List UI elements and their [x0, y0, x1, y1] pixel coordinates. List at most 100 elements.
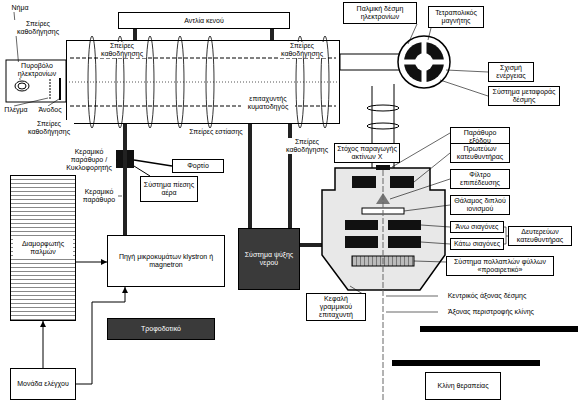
beam-axis — [383, 170, 384, 400]
callout-box: Φίλτρο επιπέδευσης — [450, 169, 510, 189]
couch-bar — [420, 326, 578, 332]
lower-jaw — [388, 236, 421, 248]
node-text: Μονάδα ελέγχου — [17, 380, 69, 388]
leader-line — [14, 98, 48, 106]
node-text: Παλμική δέσμη ηλεκτρονίων — [346, 5, 414, 21]
leader-line — [414, 261, 446, 262]
modulator-box: Διαμορφωτής παλμών — [10, 175, 76, 321]
leader-line — [446, 70, 488, 72]
leader-line — [414, 153, 450, 182]
callout-box: Δευτερεύων κατευθυντήρας — [508, 226, 572, 246]
node-text: Σύστημα πολλαπλών φύλλων «προαιρετικό» — [449, 258, 551, 274]
connector — [123, 124, 127, 235]
leader-line — [421, 225, 450, 227]
part-label: Σπείρες εστίασης — [186, 128, 246, 136]
leader-line — [390, 179, 450, 199]
leader-line — [408, 24, 417, 44]
exit-window — [376, 165, 390, 170]
coil — [367, 105, 399, 111]
node-text: Κεντρικός άξονας δέσμης — [448, 292, 527, 300]
coil — [206, 36, 214, 128]
connector — [43, 321, 44, 368]
node-text: Τροφοδοτικό — [141, 325, 181, 333]
callout-box: Σύστημα μεταφοράς δέσμης — [488, 86, 560, 106]
couch-bar — [392, 360, 540, 366]
primary-collimator — [352, 176, 376, 188]
node-text: Σύστημα πίεσης αέρα — [143, 181, 195, 197]
node-text: Φορτίο — [187, 162, 209, 170]
leader-line — [404, 205, 450, 211]
power-supply-box: Τροφοδοτικό — [107, 318, 215, 340]
node-text: Σύστημα ψύξης νερού — [241, 251, 297, 267]
callout-box: Κάτω σιαγόνες — [450, 238, 504, 250]
target-box: Στόχος παραγωγής ακτίνων Χ — [334, 143, 400, 163]
callout-box: Σχισμή ενέργειας — [488, 62, 534, 82]
leader-line — [428, 28, 431, 40]
callout-box: Πρωτεύων κατευθυντήρας — [450, 143, 510, 163]
node-text: Κάτω σιαγόνες — [454, 240, 500, 248]
connector — [248, 124, 252, 228]
air-system-box: Σύστημα πίεσης αέρα — [140, 176, 198, 202]
node-text: Δευτερεύων κατευθυντήρας — [511, 228, 569, 244]
node-text: Άξονας περιστροφής κλίνης — [448, 308, 534, 316]
part-label: Κεραμικό παράθυρο — [80, 188, 118, 204]
coil — [88, 36, 96, 128]
microwave-source-box: Πηγή μικροκυμάτων klystron ή magnetron — [107, 235, 225, 287]
filament-coil — [18, 83, 26, 89]
node-text: επιταχυντής κυματοδηγός — [241, 95, 295, 111]
couch-box: Κλίνη θεραπείας — [425, 372, 501, 400]
node-text: Στόχος παραγωγής ακτίνων Χ — [337, 145, 397, 161]
callout-box: Σύστημα πολλαπλών φύλλων «προαιρετικό» — [446, 256, 554, 276]
callout-box: Θάλαμος διπλού ιονισμού — [450, 195, 510, 215]
node-text: Τετραπολικός μαγνήτης — [431, 9, 481, 25]
callout-box: Τετραπολικός μαγνήτης — [428, 6, 484, 28]
part-label: Νήμα — [4, 4, 36, 12]
connector — [133, 29, 137, 40]
node-text: Αντλία κενού — [184, 17, 224, 25]
load-line — [134, 160, 172, 166]
leader-line — [440, 80, 488, 96]
coil — [367, 123, 399, 129]
node-text: Πρωτεύων κατευθυντήρας — [453, 145, 507, 161]
part-label: Σπείρες καθοδήγησης — [98, 42, 146, 58]
part-label: Κεραμικό παράθυρο / Κυκλοφορητής — [62, 148, 116, 172]
load-box: Φορτίο — [172, 159, 224, 173]
part-label: Πυροβόλο ηλεκτρονίων — [10, 62, 64, 78]
leader-line — [48, 99, 59, 106]
coil — [146, 36, 154, 128]
node-text: Διαμορφωτής παλμών — [13, 239, 73, 257]
node-text: Άνω σιαγόνες — [456, 223, 499, 231]
part-label: Σπείρες καθοδήγησης — [14, 20, 62, 36]
leader-line — [386, 296, 438, 297]
node-text: Κεφαλή γραμμικού επιταχυντή — [309, 295, 363, 319]
upper-jaw — [345, 220, 378, 230]
leader-line — [386, 312, 438, 313]
filament-coil — [15, 81, 29, 91]
callout-box: Άνω σιαγόνες — [450, 221, 504, 233]
part-label: Άνοδος — [34, 106, 66, 114]
node-text: Θάλαμος διπλού ιονισμού — [453, 197, 507, 213]
upper-jaw — [388, 220, 421, 230]
beam-path — [66, 82, 340, 83]
node-text: Σύστημα μεταφοράς δέσμης — [491, 88, 557, 104]
gun-housing — [6, 60, 66, 102]
part-label: Σπείρες καθοδήγησης — [24, 120, 74, 136]
waveguide-wall — [70, 106, 336, 107]
node-text: Κλίνη θεραπείας — [437, 382, 488, 390]
node-text: Φίλτρο επιπέδευσης — [453, 171, 507, 187]
transport-pipe — [340, 54, 402, 70]
pole-gap — [402, 40, 446, 84]
connector — [270, 29, 274, 40]
part-label: Σπείρες καθοδήγησης — [278, 42, 326, 58]
axis-label: Άξονας περιστροφής κλίνης — [440, 306, 542, 318]
control-unit-box: Μονάδα ελέγχου — [10, 368, 76, 400]
node-text: Σχισμή ενέργειας — [491, 64, 531, 80]
pump-box: Αντλία κενού — [118, 12, 290, 29]
cooling-box: Σύστημα ψύξης νερού — [238, 228, 300, 290]
axis-label: Κεντρικός άξονας δέσμης — [440, 290, 534, 302]
lower-jaw — [345, 236, 378, 248]
leader-line — [392, 133, 450, 167]
grid-electrode — [50, 76, 51, 100]
leader-line — [421, 242, 450, 244]
quadrupole-magnet — [398, 36, 450, 88]
